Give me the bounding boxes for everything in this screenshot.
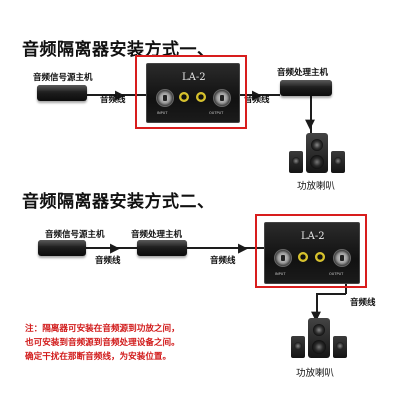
method2-processor-label: 音频处理主机 [131, 230, 183, 240]
method2-cable-label-2: 音频线 [210, 256, 236, 266]
method1-cable-source [60, 94, 148, 96]
xlr-output-icon [213, 89, 231, 107]
method1-port-in-label: INPUT [157, 111, 168, 115]
method2-arrow-right-icon: ▶ [110, 241, 120, 256]
method1-cable-label-right: 音频线 [244, 95, 270, 105]
method1-processor-label: 音频处理主机 [277, 68, 329, 78]
method2-isolator-model: LA-2 [301, 231, 325, 242]
method2-source-label: 音频信号源主机 [45, 230, 105, 240]
method2-arrow-right-icon: ▶ [238, 241, 248, 256]
note-line-2: 也可安装到音频源到音频处理设备之间。 [25, 338, 180, 348]
method2-cable-label-1: 音频线 [95, 256, 121, 266]
method2-source-device [38, 240, 86, 256]
method1-cable-processor [240, 94, 280, 96]
method1-source-label: 音频信号源主机 [33, 73, 93, 83]
method2-title: 音频隔离器安装方式二、 [22, 192, 215, 212]
method1-port-out-label: OUTPUT [209, 111, 224, 115]
method1-isolator-model: LA-2 [182, 72, 206, 83]
note-line-3: 确定干扰在那断音频线，为安装位置。 [25, 352, 172, 362]
method1-source-device [37, 85, 87, 101]
method2-speaker-set-icon [290, 318, 350, 360]
method1-speaker-set-icon [288, 133, 348, 175]
method1-highlight-box [135, 55, 247, 129]
method1-processor-device [280, 80, 332, 96]
method1-cable-label-left: 音频线 [100, 95, 126, 105]
method2-port-out-label: OUTPUT [329, 272, 344, 276]
rca-output-jack-icon [315, 252, 325, 262]
rca-output-jack-icon [196, 92, 206, 102]
note-line-1: 注：隔离器可安装在音频源到功放之间， [25, 324, 180, 334]
xlr-input-icon [274, 249, 292, 267]
method2-processor-device [137, 240, 187, 256]
method2-port-in-label: INPUT [275, 272, 286, 276]
method2-cable-speaker [316, 293, 318, 319]
method2-speaker-label: 功放喇叭 [296, 368, 335, 379]
method2-arrow-down-icon: ▼ [311, 309, 321, 324]
xlr-output-icon [333, 249, 351, 267]
method1-speaker-label: 功放喇叭 [297, 181, 336, 192]
method1-isolator-device: LA-2 INPUT OUTPUT [146, 63, 240, 123]
method2-cable-horizontal [316, 293, 346, 295]
rca-input-jack-icon [298, 252, 308, 262]
method2-highlight-box [255, 214, 367, 288]
method1-arrow-right-icon: ▶ [252, 88, 262, 103]
method1-cable-speaker [310, 95, 312, 135]
method2-isolator-device: LA-2 INPUT OUTPUT [264, 222, 360, 284]
xlr-input-icon [156, 89, 174, 107]
rca-input-jack-icon [179, 92, 189, 102]
method2-cable-label-3: 音频线 [350, 298, 376, 308]
method1-arrow-right-icon: ▶ [115, 88, 125, 103]
method1-arrow-down-icon: ▼ [305, 117, 315, 132]
